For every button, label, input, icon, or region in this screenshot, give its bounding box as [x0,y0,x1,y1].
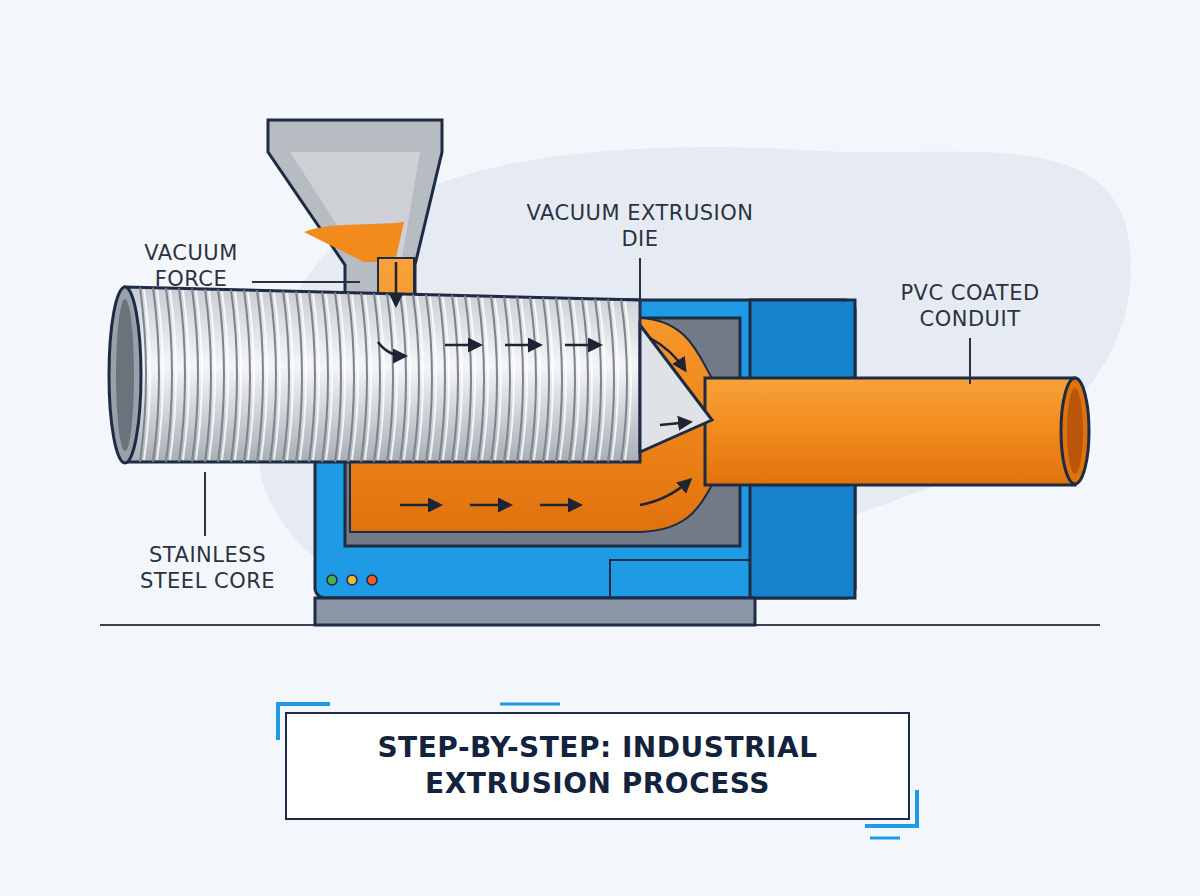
indicator-light [367,575,377,585]
core-ring-highlight [456,297,462,460]
core-ring-highlight [196,291,202,460]
core-ring-highlight [274,293,280,460]
core-tip [640,325,712,452]
core-ring-highlight [300,293,306,460]
core-ring [387,294,393,462]
core-ring [582,299,588,462]
stainless-steel-core [125,287,640,462]
core-ring [361,293,367,462]
part-label: VACUUM EXTRUSION DIE [520,200,760,252]
title-brackets [278,704,917,838]
flow-arrows [378,262,690,505]
core-ring-highlight [157,290,163,460]
title-box: STEP-BY-STEP: INDUSTRIAL EXTRUSION PROCE… [285,712,910,820]
part-label: VACUUM FORCE [132,240,250,292]
core-ring-highlight [326,294,332,460]
hopper-melt [304,222,404,262]
core-ring [556,298,562,462]
machine-base [315,598,755,625]
diagram-title: STEP-BY-STEP: INDUSTRIAL EXTRUSION PROCE… [307,730,888,802]
core-ring-highlight [144,289,150,460]
core-ring-highlight [222,291,228,460]
core-ring-highlight [365,295,371,460]
core-ring [348,293,354,462]
core-end [109,287,141,463]
core-ring [426,295,432,462]
core-ring [244,290,250,462]
part-label: STAINLESS STEEL CORE [120,542,295,594]
core-ring-highlight [209,291,215,460]
core-ring-highlight [261,292,267,460]
core-ring-highlight [391,296,397,460]
core-ring-highlight [287,293,293,460]
conduit-end [1061,378,1089,484]
core-ring [283,291,289,462]
core-ring-highlight [534,299,540,460]
indicator-light [347,575,357,585]
core-ring-highlight [586,301,592,460]
core-ring [335,292,341,462]
core-ring [257,290,263,462]
conduit-opening [1067,388,1083,474]
core-ring [192,289,198,462]
core-ring-highlight [378,295,384,460]
leader-lines [205,258,970,536]
core-ring-highlight [235,292,241,460]
core-ring [621,300,627,462]
core-ring [491,296,497,462]
core-ring-highlight [508,299,514,460]
core-ring-highlight [417,296,423,460]
core-ring-highlight [313,294,319,460]
core-ring [439,295,445,462]
core-ring [270,291,276,462]
core-ring [504,297,510,462]
core-ring-highlight [339,294,345,460]
core-ring-highlight [495,298,501,460]
core-corrugation [140,287,631,462]
core-ring [452,295,458,462]
core-ring [608,299,614,462]
core-ring-highlight [443,297,449,460]
core-ring-highlight [573,300,579,460]
core-ring [309,292,315,462]
core-ring-highlight [352,295,358,460]
core-ring-highlight [612,301,618,460]
core-ring [153,288,159,462]
indicator-light [327,575,337,585]
core-ring-highlight [430,297,436,460]
core-ring [465,296,471,462]
hopper [268,120,442,302]
pvc-conduit [705,378,1075,485]
core-ring [478,296,484,462]
core-ring-highlight [404,296,410,460]
core-ring [231,290,237,462]
core-ring-highlight [547,300,553,460]
core-ring [296,291,302,462]
core-ring [218,289,224,462]
core-ring-highlight [170,290,176,460]
core-ring [595,299,601,462]
core-ring-highlight [599,301,605,460]
core-ring [374,293,380,462]
part-label: PVC COATED CONDUIT [880,280,1060,332]
core-ring [205,289,211,462]
core-ring-highlight [625,302,631,460]
core-ring-highlight [183,290,189,460]
core-ring [530,297,536,462]
core-ring [517,297,523,462]
core-ring [569,298,575,462]
core-ring-highlight [521,299,527,460]
core-ring [413,294,419,462]
core-opening [116,299,134,451]
core-ring-highlight [482,298,488,460]
core-ring-highlight [469,298,475,460]
core-ring-highlight [560,300,566,460]
core-ring-highlight [248,292,254,460]
core-ring [179,288,185,462]
core-ring [166,288,172,462]
core-ring [543,298,549,462]
core-ring [400,294,406,462]
core-ring [322,292,328,462]
panel-line [610,560,750,598]
